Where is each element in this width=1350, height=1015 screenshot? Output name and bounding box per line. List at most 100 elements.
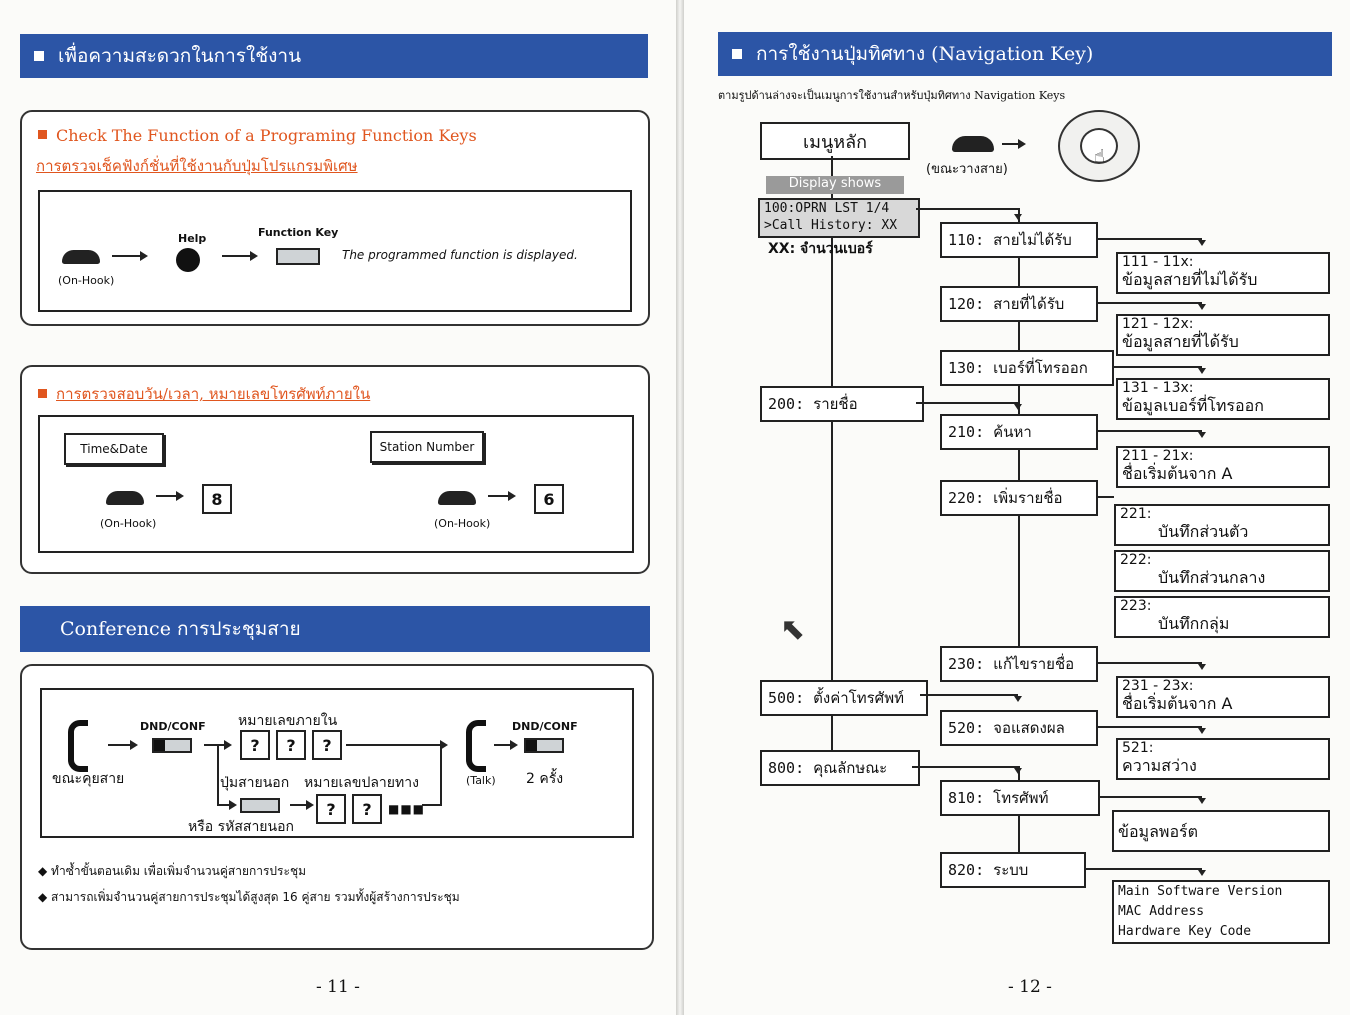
left-page: เพื่อความสะดวกในการใช้งาน Check The Func… <box>0 0 676 1015</box>
conference-diagram-box: ขณะคุยสาย DND/CONF หมายเลขภายใน ? ? ? ปุ… <box>40 688 634 838</box>
talking-handset-icon <box>68 720 88 772</box>
connector-line <box>912 766 1018 768</box>
connector-line <box>920 694 1018 696</box>
on-hook-label: (On-Hook) <box>100 517 157 530</box>
submenu-120: 120: สายที่ได้รับ <box>940 286 1098 322</box>
detail-211-code: 211 - 21x: <box>1122 448 1194 464</box>
lcd-display: 100:OPRN LST 1/4 >Call History: XX <box>758 198 920 238</box>
handset-icon <box>952 136 994 152</box>
check-heading-th: การตรวจเช็คฟังก์ชั่นที่ใช้งานกับปุ่มโปรแ… <box>36 157 358 175</box>
submenu-220: 220: เพิ่มรายชื่อ <box>940 480 1098 516</box>
detail-111-text: ข้อมูลสายที่ไม่ได้รับ <box>1122 270 1258 289</box>
detail-521-code: 521: <box>1122 740 1154 756</box>
arrow-down-icon <box>1198 304 1206 310</box>
submenu-230: 230: แก้ไขรายชื่อ <box>940 646 1098 682</box>
time-date-button: Time&Date <box>64 433 164 465</box>
check-heading-en: Check The Function of a Programing Funct… <box>56 126 477 145</box>
connector-line <box>1084 868 1202 870</box>
arrow-right-icon <box>488 491 516 501</box>
detail-231: 231 - 23x: ชื่อเริ่มต้นจาก A <box>1116 676 1330 718</box>
system-info-line-1: Main Software Version <box>1118 884 1283 899</box>
detail-121: 121 - 12x: ข้อมูลสายที่ได้รับ <box>1116 314 1330 356</box>
bullet-square-icon <box>38 389 47 398</box>
system-info-line-3: Hardware Key Code <box>1118 924 1252 939</box>
pointer-hand-icon: ☝ <box>1094 146 1105 167</box>
detail-111: 111 - 11x: ข้อมูลสายที่ไม่ได้รับ <box>1116 252 1330 294</box>
connector-line <box>1098 796 1202 798</box>
branch-line <box>217 746 219 806</box>
bullet-square-icon <box>732 49 742 59</box>
branch-line-200 <box>1018 402 1020 660</box>
time-date-panel: การตรวจสอบวัน/เวลา, หมายเลขโทรศัพท์ภายใน… <box>20 365 650 574</box>
connector-line <box>1112 366 1202 368</box>
function-key-icon <box>276 248 320 265</box>
cursor-arrow-icon: ⬉ <box>780 612 806 647</box>
arrow-down-icon <box>1014 404 1022 410</box>
digit-box: ? <box>276 730 306 760</box>
dnd-conf-key-icon <box>524 738 564 753</box>
arrow-right-icon <box>290 800 314 810</box>
navigation-banner: การใช้งานปุ่มทิศทาง (Navigation Key) <box>718 32 1332 76</box>
menu-500: 500: ตั้งค่าโทรศัพท์ <box>760 680 928 716</box>
destination-number-label: หมายเลขปลายทาง <box>304 775 419 791</box>
submenu-210: 210: ค้นหา <box>940 414 1098 450</box>
detail-211-text: ชื่อเริ่มต้นจาก A <box>1122 464 1233 483</box>
detail-223-code: 223: <box>1120 598 1152 614</box>
detail-521-text: ความสว่าง <box>1122 756 1197 775</box>
detail-131-code: 131 - 13x: <box>1122 380 1194 396</box>
dnd-conf-key-icon <box>152 738 192 753</box>
detail-231-code: 231 - 23x: <box>1122 678 1194 694</box>
arrow-right-icon <box>217 800 237 810</box>
dnd-conf-label: DND/CONF <box>512 720 578 733</box>
check-function-panel: Check The Function of a Programing Funct… <box>20 110 650 326</box>
detail-221: 221: บันทึกส่วนตัว <box>1114 504 1330 546</box>
talking-handset-icon <box>466 720 486 772</box>
twice-label: 2 ครั้ง <box>526 771 564 787</box>
detail-223: 223: บันทึกกลุ่ม <box>1114 596 1330 638</box>
nav-center-button-icon <box>1080 128 1118 164</box>
help-button-icon <box>176 248 200 272</box>
detail-222: 222: บันทึกส่วนกลาง <box>1114 550 1330 592</box>
handset-icon <box>106 491 144 505</box>
book-gutter <box>676 0 684 1015</box>
arrow-right-icon <box>222 251 258 261</box>
submenu-520: 520: จอแสดงผล <box>940 710 1098 746</box>
detail-223-text: บันทึกกลุ่ม <box>1158 614 1230 633</box>
detail-port-info: ข้อมูลพอร์ต <box>1112 810 1330 852</box>
detail-system-info: Main Software Version MAC Address Hardwa… <box>1112 880 1330 944</box>
page-number-right: - 12 - <box>1008 977 1052 997</box>
connector-line <box>1096 302 1202 304</box>
connector-line <box>1096 662 1202 664</box>
arrow-right-icon <box>204 740 232 750</box>
section-banner-convenience: เพื่อความสะดวกในการใช้งาน <box>20 34 648 78</box>
connector-line <box>916 208 1018 210</box>
on-hook-label: (On-Hook) <box>58 274 115 287</box>
note-2: ◆ สามารถเพิ่มจำนวนคู่สายการประชุมได้สูงส… <box>38 890 460 904</box>
detail-221-text: บันทึกส่วนตัว <box>1158 522 1249 541</box>
menu-800: 800: คุณลักษณะ <box>760 750 920 786</box>
conference-panel: ขณะคุยสาย DND/CONF หมายเลขภายใน ? ? ? ปุ… <box>20 664 654 950</box>
detail-222-text: บันทึกส่วนกลาง <box>1158 568 1266 587</box>
menu-200: 200: รายชื่อ <box>760 386 924 422</box>
arrow-right-icon <box>108 740 138 750</box>
detail-231-text: ชื่อเริ่มต้นจาก A <box>1122 694 1233 713</box>
detail-222-code: 222: <box>1120 552 1152 568</box>
help-label: Help <box>178 232 207 245</box>
submenu-820: 820: ระบบ <box>940 852 1086 888</box>
arrow-down-icon <box>1198 664 1206 670</box>
arrow-down-icon <box>1198 798 1206 804</box>
connector-line <box>1096 238 1202 240</box>
function-key-label: Function Key <box>258 226 339 239</box>
lcd-line-2: >Call History: XX <box>764 218 898 233</box>
main-menu-box: เมนูหลัก <box>760 122 910 160</box>
arrow-right-icon <box>1002 139 1026 149</box>
detail-131-text: ข้อมูลเบอร์ที่โทรออก <box>1122 396 1264 415</box>
arrow-down-icon <box>1014 696 1022 702</box>
time-date-heading: การตรวจสอบวัน/เวลา, หมายเลขโทรศัพท์ภายใน <box>56 385 371 403</box>
lcd-line-1: 100:OPRN LST 1/4 <box>764 201 890 216</box>
section-title: เพื่อความสะดวกในการใช้งาน <box>58 45 302 67</box>
on-hook-note: (ขณะวางสาย) <box>926 162 1008 177</box>
arrow-down-icon <box>1014 768 1022 774</box>
navigation-title: การใช้งานปุ่มทิศทาง (Navigation Key) <box>756 43 1094 65</box>
detail-211: 211 - 21x: ชื่อเริ่มต้นจาก A <box>1116 446 1330 488</box>
